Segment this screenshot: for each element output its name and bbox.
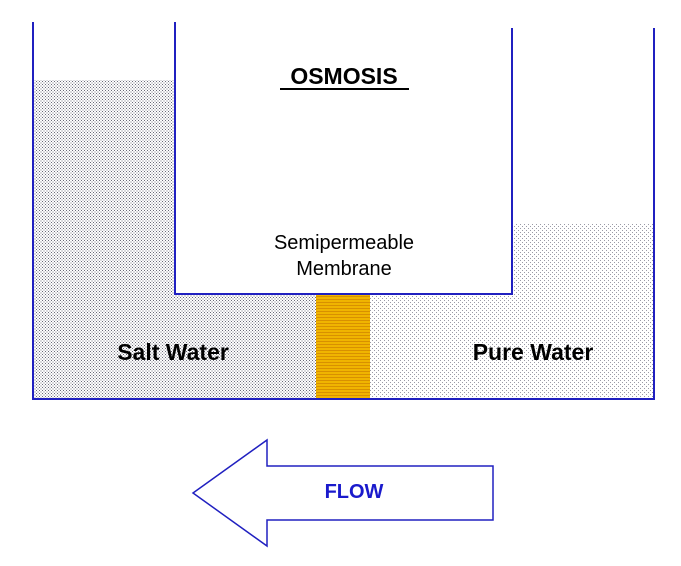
membrane	[316, 294, 370, 398]
membrane-label-line2: Membrane	[296, 258, 392, 280]
container-outline	[32, 22, 655, 400]
diagram-title: OSMOSIS	[290, 63, 397, 89]
pure-water-label: Pure Water	[473, 339, 594, 365]
flow-arrow-icon	[191, 438, 494, 548]
pure-water-region	[370, 224, 653, 398]
salt-water-label: Salt Water	[117, 339, 229, 365]
divider-outline	[174, 22, 513, 295]
membrane-label-line1: Semipermeable	[274, 232, 414, 254]
flow-label: FLOW	[325, 481, 384, 503]
